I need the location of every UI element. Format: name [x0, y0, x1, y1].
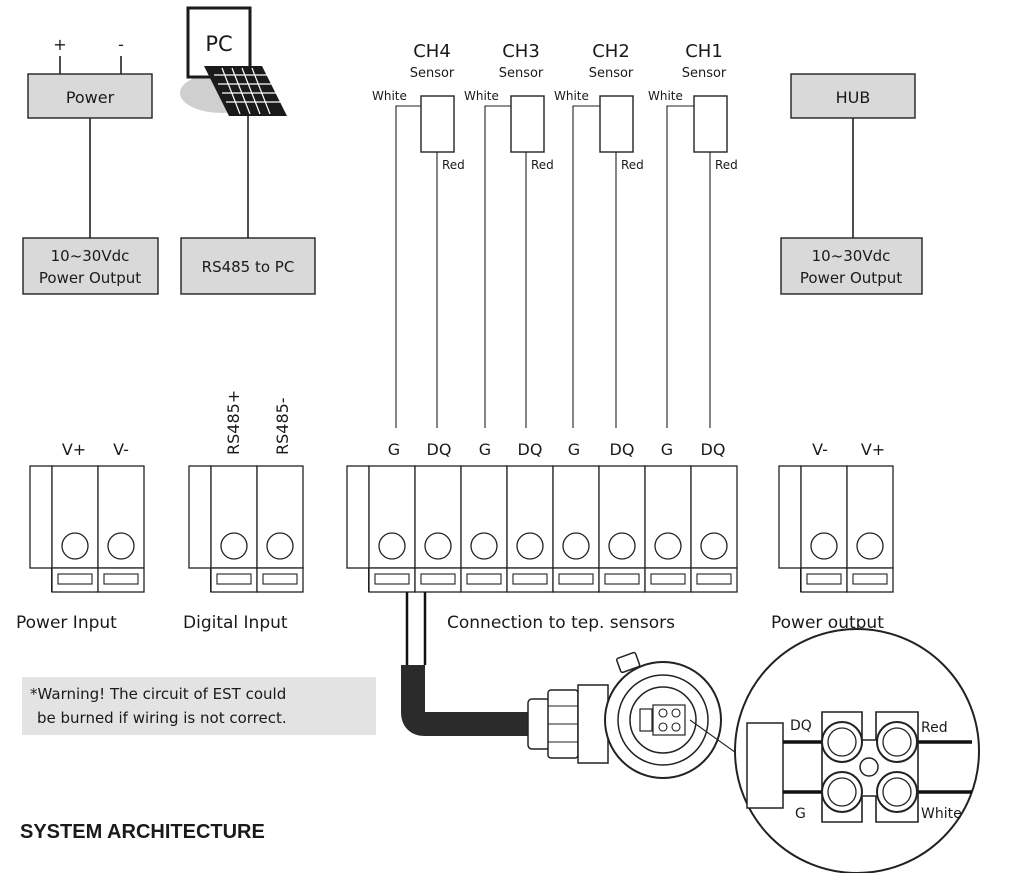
power-output-vplus-label: V+ — [861, 440, 885, 459]
digital-input-block — [188, 465, 304, 593]
sensor-terminal-g-4: G — [388, 440, 400, 459]
sensor-ch2-label: Sensor — [589, 66, 634, 81]
rs485-to-pc-label: RS485 to PC — [202, 258, 295, 276]
sensor-terminal-g-1: G — [661, 440, 673, 459]
sensor-terminal-dq-2: DQ — [610, 440, 635, 459]
power-output-left-line1: 10~30Vdc — [51, 247, 130, 265]
rs485-to-pc-box — [180, 237, 316, 295]
sensor-ch1-white: White — [648, 89, 683, 103]
rs485-plus-label: RS485+ — [224, 390, 243, 455]
sensor-ch4: CH4 Sensor White Red — [372, 41, 465, 428]
sensor-ch4-channel: CH4 — [413, 41, 451, 62]
sensor-ch1-channel: CH1 — [685, 41, 723, 62]
power-output-right-line2: Power Output — [800, 269, 902, 287]
sensor-terminal-block-terminal-8[interactable] — [690, 465, 738, 593]
terminal-blocks — [29, 465, 894, 593]
sensor-terminal-block-terminal-1[interactable] — [368, 465, 416, 593]
sensor-terminal-block-terminal-3[interactable] — [460, 465, 508, 593]
power-input-vplus-label: V+ — [62, 440, 86, 459]
sensor-terminal-dq-4: DQ — [427, 440, 452, 459]
detail-g-label: G — [795, 806, 806, 822]
power-box — [27, 73, 153, 119]
sensor-ch3-red: Red — [531, 158, 554, 172]
power-output-block-terminal-2[interactable] — [846, 465, 894, 593]
power-output-right-line1: 10~30Vdc — [812, 247, 891, 265]
sensor-probe-housing — [527, 651, 722, 779]
sensor-terminal-block-terminal-2[interactable] — [414, 465, 462, 593]
sensor-ch1-red: Red — [715, 158, 738, 172]
power-output-left-line2: Power Output — [39, 269, 141, 287]
power-input-vminus-label: V- — [113, 440, 129, 459]
power-output-caption: Power output — [771, 613, 884, 633]
power-input-caption: Power Input — [16, 613, 117, 633]
sensor-terminal-block-terminal-5[interactable] — [552, 465, 600, 593]
sensor-ch3-channel: CH3 — [502, 41, 540, 62]
sensor-terminal-g-2: G — [568, 440, 580, 459]
rs485-to-pc: RS485 to PC — [180, 237, 316, 295]
detail-white-label: White — [921, 806, 962, 822]
hub: HUB — [790, 73, 916, 238]
sensor-ch4-red: Red — [442, 158, 465, 172]
sensor-ch2-channel: CH2 — [592, 41, 630, 62]
power-minus-sign: - — [118, 35, 124, 54]
sensor-connection-caption: Connection to tep. sensors — [447, 613, 675, 633]
sensor-terminal-dq-1: DQ — [701, 440, 726, 459]
sensor-ch3: CH3 Sensor White Red — [464, 41, 554, 428]
digital-input-caption: Digital Input — [183, 613, 288, 633]
sensor-terminal-block-terminal-4[interactable] — [506, 465, 554, 593]
sensor-ch3-white: White — [464, 89, 499, 103]
power-output-left-box — [22, 237, 159, 295]
pc-label: PC — [205, 32, 232, 56]
power-input-block-terminal-1[interactable] — [51, 465, 99, 593]
sensor-ch2-red: Red — [621, 158, 644, 172]
power-input-block-terminal-2[interactable] — [97, 465, 145, 593]
sensor-terminal-block — [346, 465, 738, 593]
sensor-ch4-white: White — [372, 89, 407, 103]
sensor-terminal-block-terminal-6[interactable] — [598, 465, 646, 593]
laptop-pc-icon: PC — [180, 6, 287, 238]
power-output-block — [778, 465, 894, 593]
warning-line2: be burned if wiring is not correct. — [37, 709, 287, 727]
sensor-ch4-label: Sensor — [410, 66, 455, 81]
sensor-ch1: CH1 Sensor White Red — [648, 41, 738, 428]
power-output-left: 10~30Vdc Power Output — [22, 237, 159, 295]
hub-label: HUB — [836, 88, 871, 107]
power-label: Power — [66, 88, 115, 107]
sensor-cable — [401, 592, 530, 736]
digital-input-block-terminal-1[interactable] — [210, 465, 258, 593]
rs485-minus-label: RS485- — [273, 397, 292, 455]
laptop-keyboard — [214, 67, 281, 115]
power-output-vminus-label: V- — [812, 440, 828, 459]
warning-note: *Warning! The circuit of EST could be bu… — [22, 677, 376, 735]
sensor-ch2: CH2 Sensor White Red — [554, 41, 644, 428]
power-plus-sign: + — [53, 35, 66, 54]
detail-red-label: Red — [921, 720, 948, 736]
power-output-right: 10~30Vdc Power Output — [780, 237, 923, 295]
power-output-block-terminal-1[interactable] — [800, 465, 848, 593]
sensor-terminal-dq-3: DQ — [518, 440, 543, 459]
sensor-ch1-label: Sensor — [682, 66, 727, 81]
system-architecture-title: SYSTEM ARCHITECTURE — [20, 821, 265, 843]
sensor-ch3-label: Sensor — [499, 66, 544, 81]
power-input-block — [29, 465, 145, 593]
digital-input-block-terminal-2[interactable] — [256, 465, 304, 593]
hub-box — [790, 73, 916, 119]
sensor-terminal-block-terminal-7[interactable] — [644, 465, 692, 593]
power-source: + - Power — [27, 35, 153, 238]
power-output-right-box — [780, 237, 923, 295]
sensor-ch2-white: White — [554, 89, 589, 103]
sensor-terminal-g-3: G — [479, 440, 491, 459]
detail-dq-label: DQ — [790, 718, 812, 734]
wiring-detail-magnifier: DQ Red G White — [689, 628, 980, 873]
terminal-labels: V+ V- RS485+ RS485- G DQ G DQ G DQ G DQ … — [62, 390, 885, 459]
warning-line1: *Warning! The circuit of EST could — [30, 685, 286, 703]
